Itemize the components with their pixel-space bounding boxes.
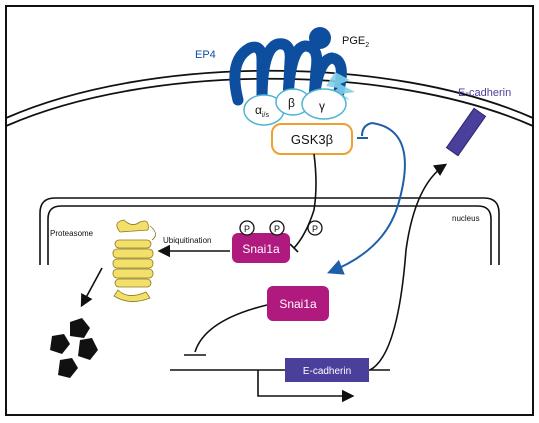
gene-to-protein-arrow: [369, 163, 448, 371]
gprotein-inhibits-gsk3b: [357, 122, 373, 139]
gsk3b-bar: [289, 243, 299, 253]
svg-text:P: P: [244, 224, 250, 234]
svg-text:P: P: [312, 224, 318, 234]
gprotein-to-snai1a-arrow: [327, 122, 406, 275]
ecadherin-membrane-protein: [445, 107, 487, 157]
gsk3b-label: GSK3β: [291, 132, 333, 147]
cell-membrane: [5, 69, 534, 127]
snai1a-represses-line: [194, 304, 268, 353]
degraded-fragments: [50, 318, 98, 378]
nucleus-label: nucleus: [452, 214, 480, 223]
ubiquitination-label: Ubiquitination: [163, 236, 211, 245]
g-beta-label: β: [288, 96, 295, 110]
snai1a-cytoplasm-box: [232, 233, 290, 263]
pge2-label: PGE2: [342, 35, 369, 49]
ecadherin-gene-box: [285, 358, 369, 382]
ecadherin-membrane-label: E-cadherin: [458, 87, 511, 99]
proteasome-label: Proteasome: [50, 229, 94, 238]
degradation-arrow: [80, 267, 103, 308]
g-gamma-subunit: [301, 88, 347, 120]
snai1a-nucleus-label: Snai1a: [279, 297, 317, 311]
g-gamma-label: γ: [319, 99, 325, 113]
g-protein-complex: [243, 72, 355, 126]
snai1a-cytoplasm-label: Snai1a: [242, 242, 280, 256]
gsk3b-to-snai1a-line: [293, 153, 317, 249]
proteasome-icon: [112, 219, 156, 302]
snai1a-nucleus-box: [267, 286, 329, 321]
nuclear-envelope: [39, 197, 500, 265]
gsk3b-box: [271, 123, 353, 155]
svg-text:P: P: [274, 224, 280, 234]
g-alpha-label: αi/s: [255, 103, 269, 119]
phospho-groups: P P P: [239, 220, 323, 236]
transcription-arrow: [257, 370, 355, 403]
ecadherin-gene-label: E-cadherin: [303, 366, 351, 377]
pge2-ligand: [309, 27, 331, 49]
ep4-label: EP4: [195, 49, 216, 61]
